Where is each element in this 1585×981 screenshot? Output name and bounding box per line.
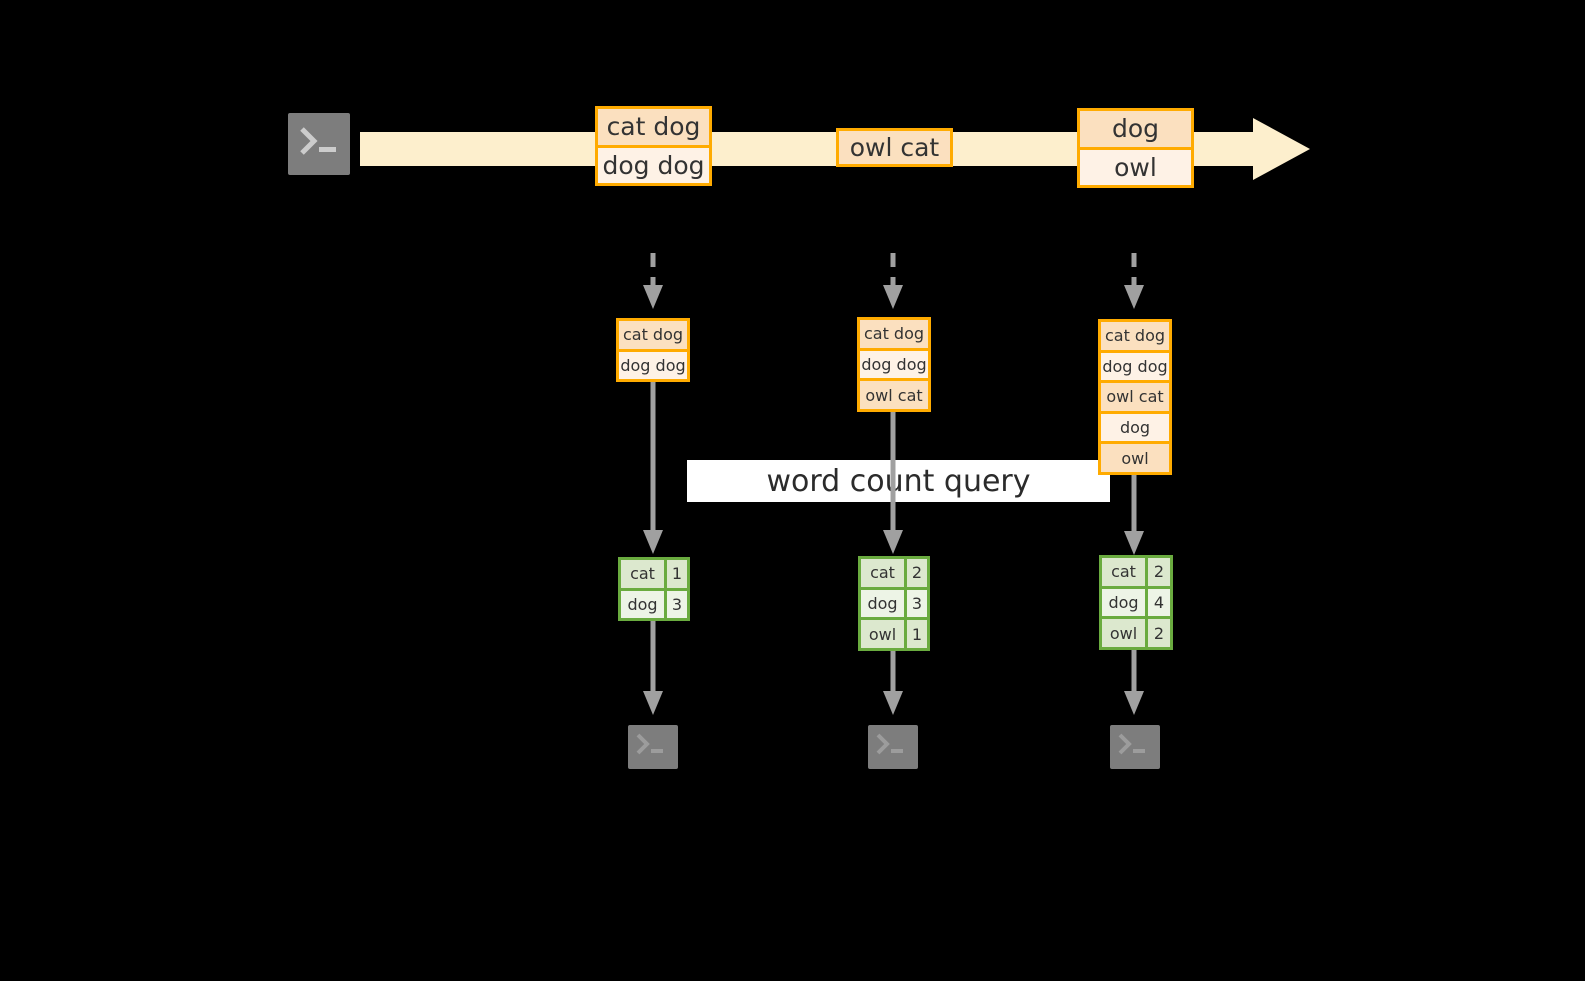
stream-record-line: dog dog bbox=[598, 144, 709, 183]
stream-record-line: owl bbox=[1080, 146, 1191, 185]
stream-record-group-3: dog owl bbox=[1077, 108, 1194, 188]
snapshot-1-result-table: cat 1 dog 3 bbox=[618, 557, 690, 621]
result-count: 2 bbox=[1148, 558, 1170, 586]
snapshot-3-input-box: cat dog dog dog owl cat dog owl bbox=[1098, 319, 1172, 475]
input-row: cat dog bbox=[860, 320, 928, 348]
input-row: owl cat bbox=[860, 378, 928, 410]
result-row: owl 1 bbox=[861, 617, 927, 649]
result-count: 2 bbox=[1148, 619, 1170, 648]
stream-record-group-2: owl cat bbox=[836, 128, 953, 167]
input-row: dog bbox=[1101, 410, 1169, 442]
snapshot-1-sink-terminal-icon bbox=[618, 715, 688, 779]
input-row: owl bbox=[1101, 441, 1169, 472]
result-word: cat bbox=[861, 559, 907, 587]
snapshot-2-input-box: cat dog dog dog owl cat bbox=[857, 317, 931, 412]
input-row: cat dog bbox=[1101, 322, 1169, 350]
terminal-prompt-glyph bbox=[868, 725, 918, 769]
terminal-prompt-glyph bbox=[1110, 725, 1160, 769]
result-row: cat 2 bbox=[861, 559, 927, 587]
source-terminal-icon bbox=[278, 103, 360, 185]
result-row: cat 1 bbox=[621, 560, 687, 588]
result-word: owl bbox=[861, 620, 907, 649]
stream-record-group-1: cat dog dog dog bbox=[595, 106, 712, 186]
snapshot-2-sink-terminal-icon bbox=[858, 715, 928, 779]
snapshot-1-query-arrow-icon bbox=[643, 382, 663, 554]
input-row: cat dog bbox=[619, 321, 687, 349]
result-row: dog 3 bbox=[861, 586, 927, 618]
snapshot-1-inbound-dashed-arrow-icon bbox=[643, 253, 663, 309]
result-word: dog bbox=[621, 590, 667, 618]
result-count: 1 bbox=[667, 560, 687, 588]
snapshot-3-result-table: cat 2 dog 4 owl 2 bbox=[1099, 555, 1173, 650]
stream-record-line: dog bbox=[1080, 111, 1191, 147]
input-row: dog dog bbox=[860, 347, 928, 379]
result-word: dog bbox=[861, 589, 907, 618]
snapshot-2-query-arrow-icon bbox=[883, 412, 903, 554]
input-row: owl cat bbox=[1101, 380, 1169, 411]
snapshot-1-sink-arrow-icon bbox=[643, 621, 663, 715]
result-word: cat bbox=[1102, 558, 1148, 586]
result-row: owl 2 bbox=[1102, 616, 1170, 648]
result-row: cat 2 bbox=[1102, 558, 1170, 586]
input-row: dog dog bbox=[1101, 349, 1169, 381]
snapshot-3-query-arrow-icon bbox=[1124, 475, 1144, 555]
result-word: cat bbox=[621, 560, 667, 588]
snapshot-3-sink-arrow-icon bbox=[1124, 650, 1144, 715]
result-count: 4 bbox=[1148, 588, 1170, 617]
result-count: 1 bbox=[907, 620, 927, 649]
snapshot-2-inbound-dashed-arrow-icon bbox=[883, 253, 903, 309]
input-row: dog dog bbox=[619, 348, 687, 379]
result-row: dog 3 bbox=[621, 587, 687, 618]
query-label: word count query bbox=[687, 460, 1110, 502]
snapshot-3-sink-terminal-icon bbox=[1100, 715, 1170, 779]
result-word: dog bbox=[1102, 588, 1148, 617]
terminal-prompt-glyph bbox=[628, 725, 678, 769]
result-count: 3 bbox=[667, 590, 687, 618]
stream-record-line: cat dog bbox=[598, 109, 709, 145]
stream-record-line: owl cat bbox=[839, 131, 950, 164]
query-label-text: word count query bbox=[766, 463, 1031, 499]
snapshot-2-result-table: cat 2 dog 3 owl 1 bbox=[858, 556, 930, 651]
snapshot-3-inbound-dashed-arrow-icon bbox=[1124, 253, 1144, 309]
terminal-prompt-glyph bbox=[288, 113, 350, 175]
snapshot-1-input-box: cat dog dog dog bbox=[616, 318, 690, 382]
result-count: 3 bbox=[907, 589, 927, 618]
result-count: 2 bbox=[907, 559, 927, 587]
result-row: dog 4 bbox=[1102, 585, 1170, 617]
result-word: owl bbox=[1102, 619, 1148, 648]
snapshot-2-sink-arrow-icon bbox=[883, 651, 903, 715]
